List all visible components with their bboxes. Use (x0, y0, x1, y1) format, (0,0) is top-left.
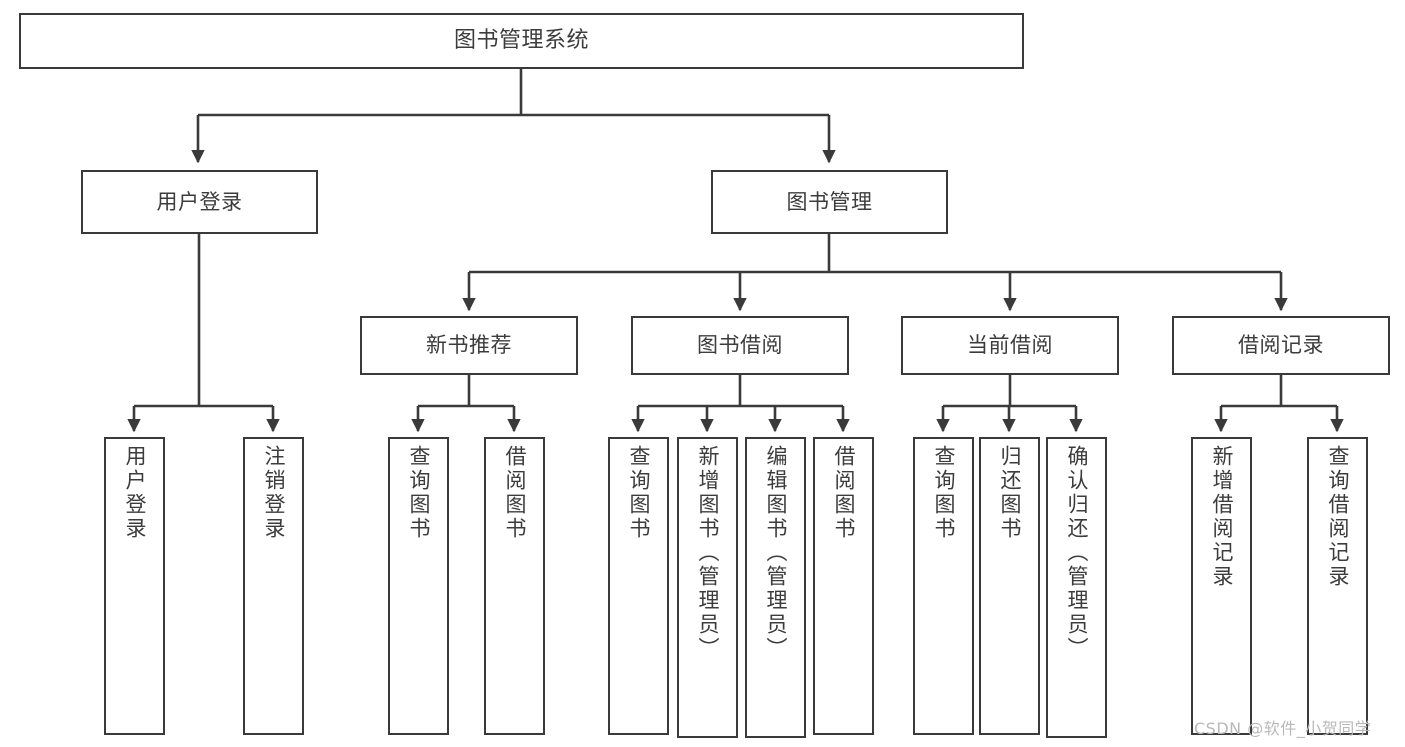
node-label: 查询图书 (932, 445, 956, 541)
node-label: 图书管理系统 (453, 28, 589, 54)
node-label: 注销登录 (262, 445, 286, 541)
leaf-query-book-current[interactable]: 查询图书 (913, 437, 974, 735)
node-label: 用户登录 (156, 189, 243, 214)
node-label: 用户登录 (123, 445, 147, 541)
node-user-login[interactable]: 用户登录 (81, 170, 318, 234)
node-label: 当前借阅 (967, 333, 1053, 358)
node-label: 图书管理 (786, 189, 873, 214)
csdn-watermark: CSDN @软件_小贺同学 (1194, 719, 1372, 738)
node-label: 归还图书 (998, 445, 1022, 541)
node-label: 新增借阅记录 (1210, 445, 1234, 589)
node-label: 新增图书（管理员） (696, 445, 720, 661)
node-current-borrow[interactable]: 当前借阅 (901, 316, 1119, 375)
leaf-borrow-book-new[interactable]: 借阅图书 (484, 437, 545, 735)
node-label: 查询图书 (627, 445, 651, 541)
node-label: 查询借阅记录 (1326, 445, 1350, 589)
node-new-book-recommend[interactable]: 新书推荐 (360, 316, 578, 375)
leaf-logout[interactable]: 注销登录 (243, 437, 304, 735)
node-book-borrow[interactable]: 图书借阅 (631, 316, 849, 375)
leaf-add-borrow-record[interactable]: 新增借阅记录 (1191, 437, 1252, 735)
node-label: 编辑图书（管理员） (764, 445, 788, 661)
node-label: 新书推荐 (426, 333, 512, 358)
leaf-return-book[interactable]: 归还图书 (979, 437, 1040, 735)
node-root-system[interactable]: 图书管理系统 (19, 13, 1024, 69)
leaf-borrow-book[interactable]: 借阅图书 (813, 437, 874, 735)
leaf-query-borrow-record[interactable]: 查询借阅记录 (1307, 437, 1368, 735)
leaf-user-login[interactable]: 用户登录 (104, 437, 165, 735)
leaf-query-book-new[interactable]: 查询图书 (388, 437, 449, 735)
leaf-add-book-admin[interactable]: 新增图书（管理员） (677, 437, 738, 738)
node-label: 借阅图书 (832, 445, 856, 541)
leaf-confirm-return-admin[interactable]: 确认归还（管理员） (1046, 437, 1107, 738)
node-book-management[interactable]: 图书管理 (711, 170, 948, 234)
node-label: 借阅记录 (1238, 333, 1324, 358)
node-borrow-records[interactable]: 借阅记录 (1172, 316, 1390, 375)
node-label: 查询图书 (407, 445, 431, 541)
node-label: 借阅图书 (503, 445, 527, 541)
node-label: 图书借阅 (697, 333, 783, 358)
leaf-query-book-borrow[interactable]: 查询图书 (608, 437, 669, 735)
leaf-edit-book-admin[interactable]: 编辑图书（管理员） (745, 437, 806, 738)
node-label: 确认归还（管理员） (1065, 445, 1089, 661)
